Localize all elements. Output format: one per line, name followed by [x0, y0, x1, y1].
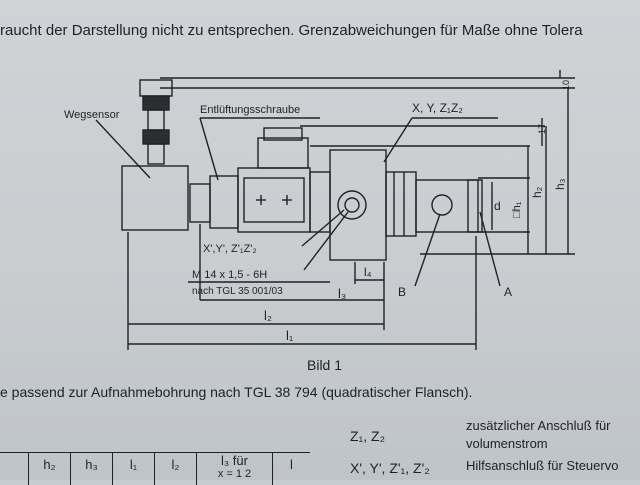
label-entlueftungsschraube: Entlüftungsschraube — [200, 104, 300, 116]
dim-17: 17 — [537, 124, 547, 134]
subtitle-text: e passend zur Aufnahmebohrung nach TGL 3… — [0, 384, 473, 400]
table-header-l: l — [272, 453, 310, 485]
dim-h3: h₃ — [553, 178, 567, 190]
table-cell-blank — [0, 453, 28, 485]
dim-l1: l₁ — [286, 328, 294, 343]
figure-caption: Bild 1 — [307, 357, 343, 373]
label-a: A — [504, 285, 512, 299]
label-wegsensor: Wegsensor — [64, 109, 120, 121]
table-header-l2: l₂ — [154, 453, 196, 485]
dim-l3: l₃ — [338, 286, 346, 301]
table-header-l3-label: l₃ für — [221, 453, 248, 468]
dim-l2: l₂ — [264, 308, 272, 323]
legend-symbol-z: Z₁, Z₂ — [350, 428, 386, 444]
label-tgl: nach TGL 35 001/03 — [192, 286, 283, 297]
dim-d: d — [494, 199, 501, 213]
table-subheader: x = 1 2 — [217, 468, 252, 480]
dim-10: 10 — [561, 80, 571, 90]
table-header-l3: l₃ für x = 1 2 — [196, 453, 272, 485]
table-header-h3: h₃ — [70, 453, 112, 485]
label-b: B — [398, 285, 406, 299]
table-header-h2: h₂ — [28, 453, 70, 485]
dim-l4: l₄ — [364, 265, 372, 279]
legend-desc-z-2: volumenstrom — [466, 436, 548, 451]
table-header-l1: l₁ — [112, 453, 154, 485]
legend-symbol-xy: X', Y', Z'₁, Z'₂ — [350, 460, 430, 476]
header-text: raucht der Darstellung nicht zu entsprec… — [0, 22, 583, 39]
dim-h2: h₂ — [530, 186, 544, 198]
dim-h1: □h₁ — [511, 201, 523, 218]
label-thread: M 14 x 1,5 - 6H — [192, 269, 267, 281]
label-xyz: X, Y, Z₁Z₂ — [412, 101, 463, 115]
legend-desc-z: zusätzlicher Anschluß für — [466, 418, 611, 433]
label-xyz-small: X',Y', Z'₁Z'₂ — [203, 243, 257, 255]
dimension-table: h₂ h₃ l₁ l₂ l₃ für x = 1 2 l — [0, 452, 310, 485]
legend-desc-xy: Hilfsanschluß für Steuervo — [466, 458, 619, 473]
